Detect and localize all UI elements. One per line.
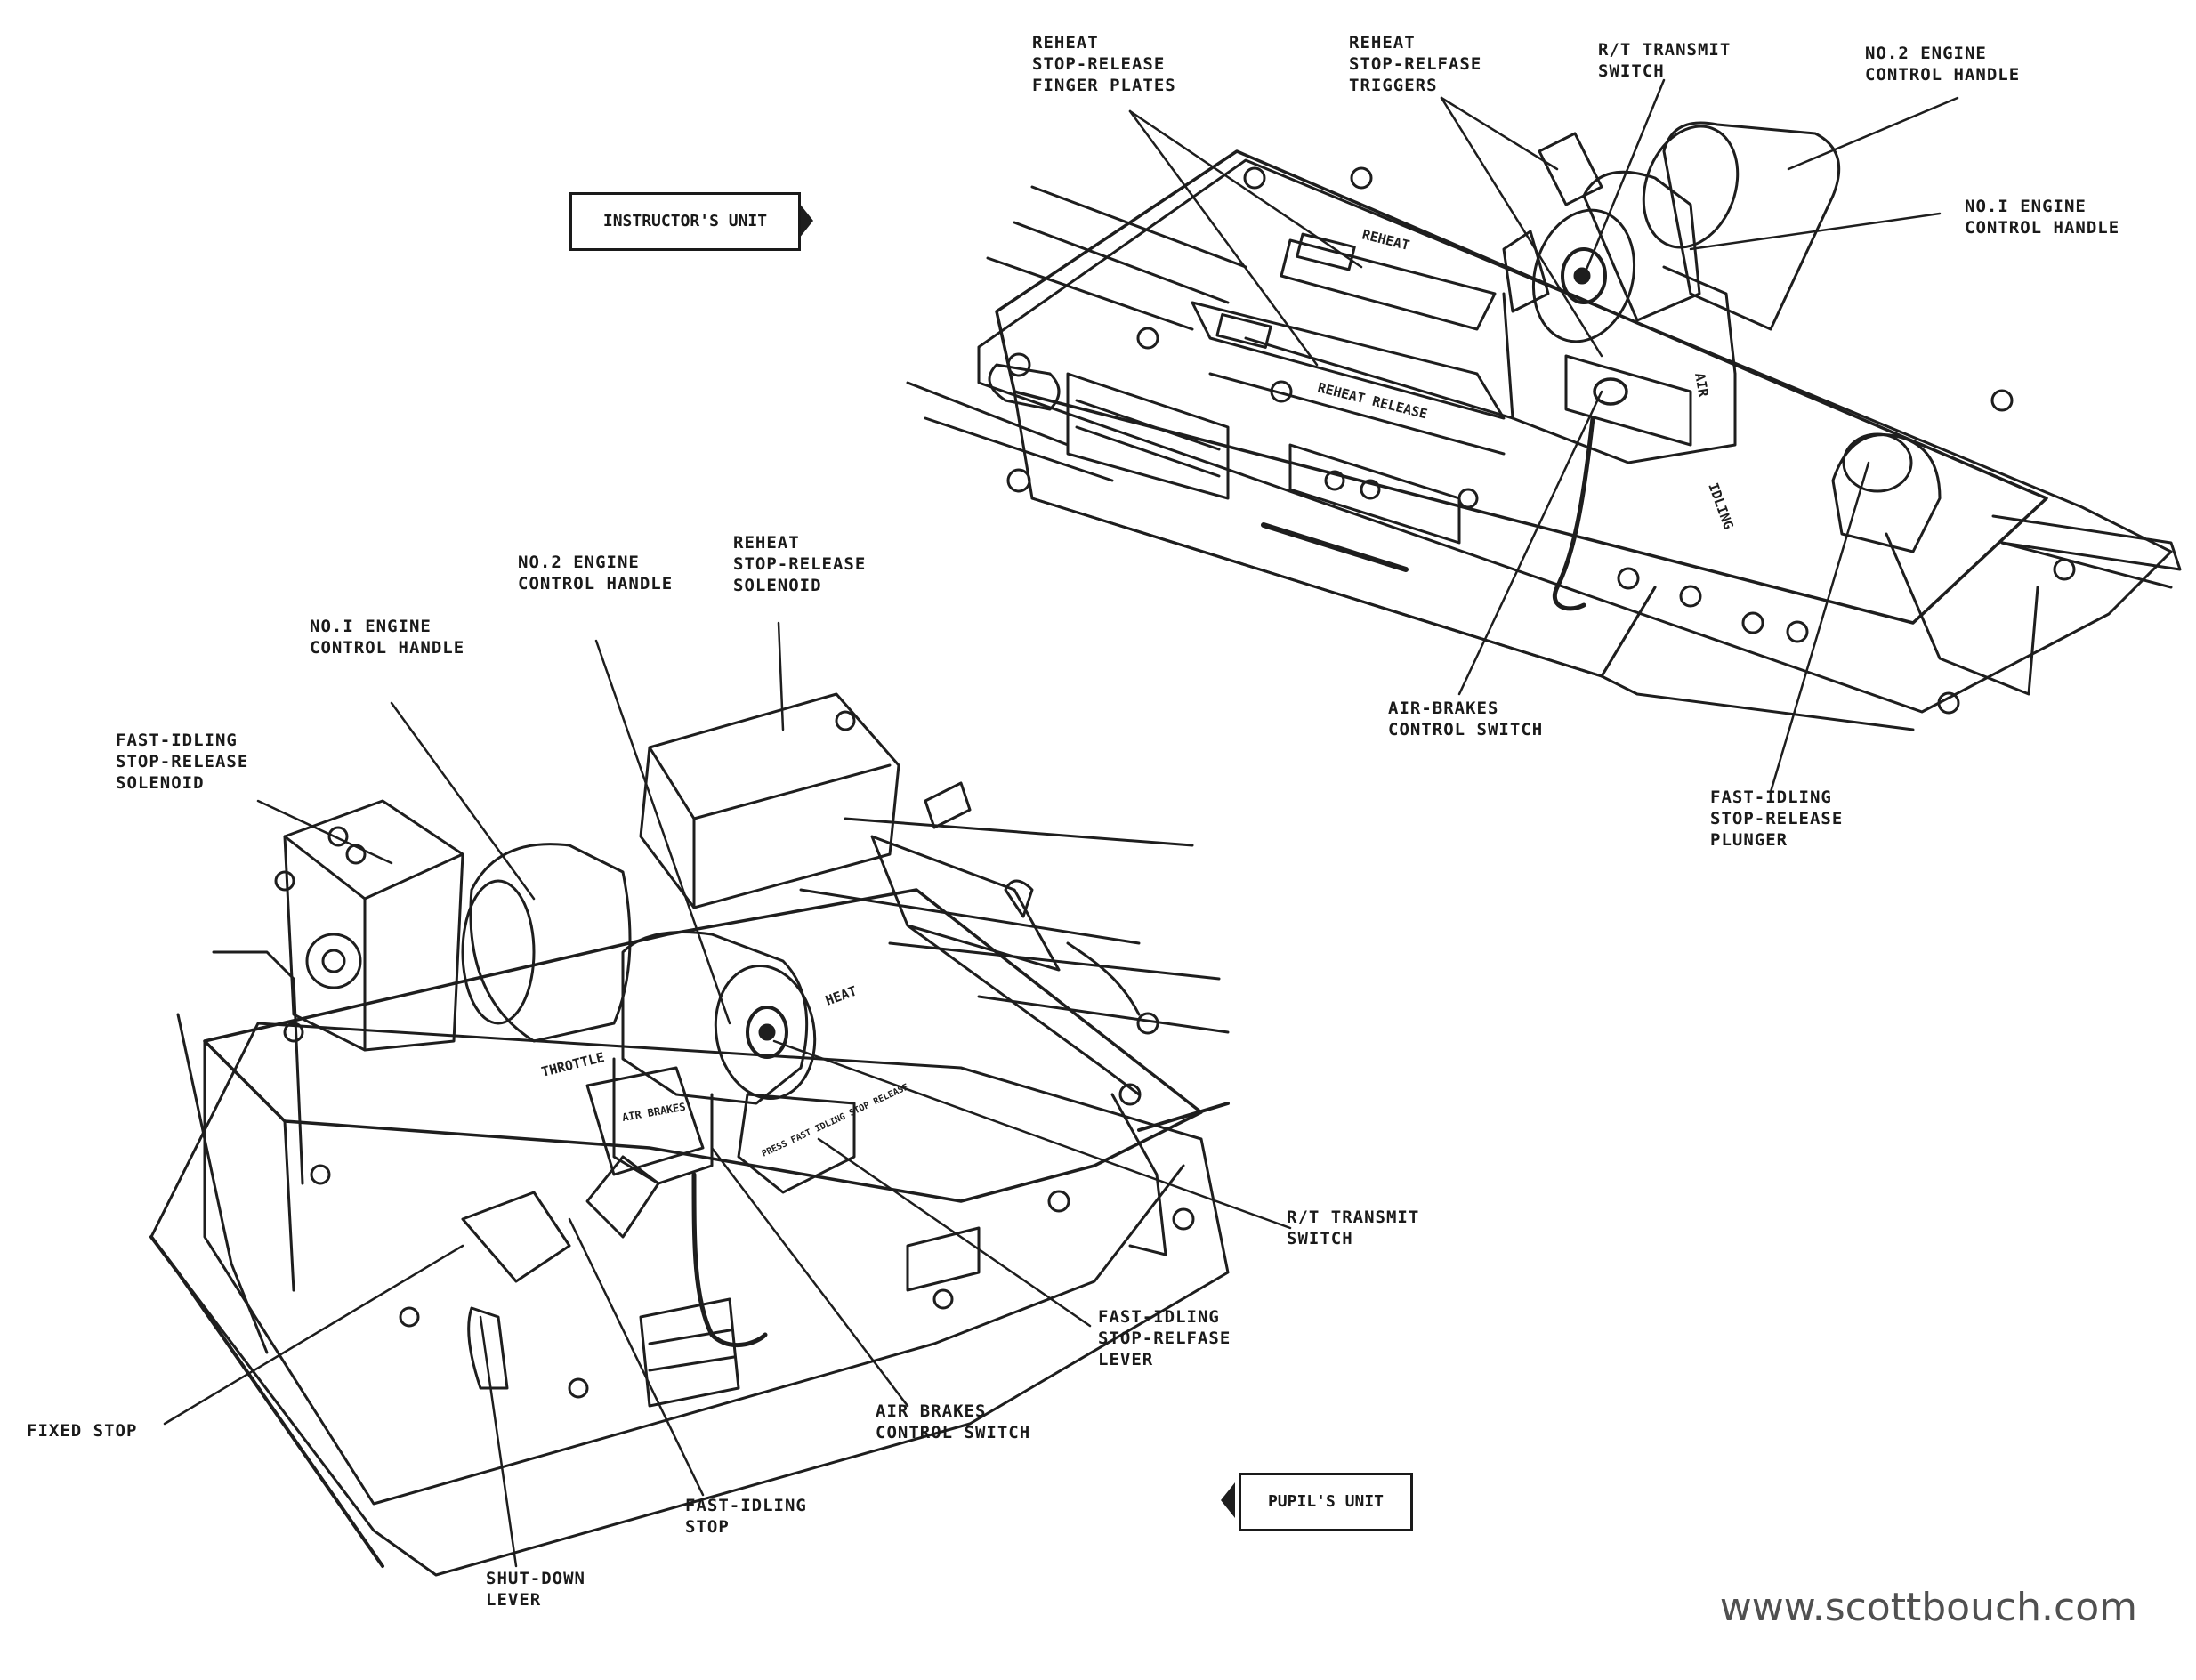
panel-text-heat: HEAT [823,982,859,1008]
label-line: NO.2 ENGINE [1865,44,1987,63]
label-pupil-no2-handle: NO.2 ENGINE CONTROL HANDLE [518,552,673,594]
label-line: FINGER PLATES [1032,76,1176,95]
panel-text-press-release: PRESS FAST IDLING STOP RELEASE [761,1082,910,1159]
label-line: SWITCH [1287,1229,1353,1248]
label-instructor-rt-switch: R/T TRANSMIT SWITCH [1598,39,1731,82]
panel-text-air-brakes: AIR BRAKES [621,1101,687,1124]
label-line: REHEAT [1032,33,1099,52]
tag-arrows [799,203,1235,1518]
label-line: NO.2 ENGINE [518,553,640,572]
label-line: STOP-RELEASE [1032,54,1166,74]
label-line: STOP-RELFASE [1098,1329,1231,1348]
label-line: R/T TRANSMIT [1287,1208,1420,1227]
label-line: STOP-RELFASE [1349,54,1482,74]
label-line: LEVER [486,1590,542,1610]
label-fast-idling-lever: FAST-IDLING STOP-RELFASE LEVER [1098,1306,1231,1370]
label-line: FAST-IDLING [685,1496,807,1515]
label-line: NO.I ENGINE [310,617,432,636]
panel-text-air: AIR [1691,372,1712,400]
pupil-unit-drawing [149,692,1230,1577]
label-reheat-solenoid: REHEAT STOP-RELEASE SOLENOID [733,532,866,596]
instructor-unit-drawing [906,121,2182,731]
label-shut-down-lever: SHUT-DOWN LEVER [486,1568,585,1611]
label-line: SOLENOID [733,576,822,595]
label-line: AIR-BRAKES [1388,699,1499,718]
label-line: CONTROL HANDLE [310,638,465,658]
label-line: FIXED STOP [27,1421,138,1441]
label-line: LEVER [1098,1350,1154,1369]
label-instructor-no1-handle: NO.I ENGINE CONTROL HANDLE [1965,196,2119,238]
label-line: TRIGGERS [1349,76,1438,95]
panel-text-reheat-release: REHEAT RELEASE [1316,379,1429,422]
label-pupil-no1-handle: NO.I ENGINE CONTROL HANDLE [310,616,464,658]
label-line: FAST-IDLING [1710,788,1832,807]
label-reheat-triggers: REHEAT STOP-RELFASE TRIGGERS [1349,32,1481,96]
label-line: R/T TRANSMIT [1598,40,1732,60]
label-instructor-air-brakes-switch: AIR-BRAKES CONTROL SWITCH [1388,698,1543,740]
label-line: SHUT-DOWN [486,1569,585,1588]
leader-lines [163,78,1959,1568]
label-line: CONTROL SWITCH [1388,720,1544,739]
label-line: CONTROL SWITCH [876,1423,1031,1442]
label-pupil-rt-switch: R/T TRANSMIT SWITCH [1287,1207,1419,1249]
pupils-unit-tag: PUPIL'S UNIT [1239,1473,1413,1531]
label-line: SWITCH [1598,61,1665,81]
label-line: CONTROL HANDLE [518,574,674,594]
label-line: REHEAT [1349,33,1416,52]
label-line: CONTROL HANDLE [1865,65,2021,85]
label-line: REHEAT [733,533,800,553]
label-instructor-no2-handle: NO.2 ENGINE CONTROL HANDLE [1865,43,2020,85]
pupils-unit-tag-text: PUPIL'S UNIT [1267,1492,1385,1511]
label-line: STOP [685,1517,730,1537]
label-fixed-stop: FIXED STOP [27,1420,137,1442]
label-fast-idling-stop: FAST-IDLING STOP [685,1495,807,1538]
label-fast-idling-plunger: FAST-IDLING STOP-RELEASE PLUNGER [1710,787,1843,851]
label-line: FAST-IDLING [116,731,238,750]
panel-text-reheat: REHEAT [1360,226,1411,254]
label-line: PLUNGER [1710,830,1788,850]
label-pupil-air-brakes-switch: AIR BRAKES CONTROL SWITCH [876,1401,1030,1443]
label-reheat-finger-plates: REHEAT STOP-RELEASE FINGER PLATES [1032,32,1176,96]
label-line: CONTROL HANDLE [1965,218,2120,238]
label-line: STOP-RELEASE [733,554,867,574]
label-line: STOP-RELEASE [116,752,249,771]
label-line: FAST-IDLING [1098,1307,1220,1327]
label-line: STOP-RELEASE [1710,809,1844,828]
instructors-unit-tag: INSTRUCTOR'S UNIT [569,192,801,251]
label-line: AIR BRAKES [876,1401,987,1421]
watermark[interactable]: www.scottbouch.com [1719,1585,2137,1630]
label-line: NO.I ENGINE [1965,197,2087,216]
label-line: SOLENOID [116,773,205,793]
instructors-unit-tag-text: INSTRUCTOR'S UNIT [602,212,768,230]
panel-text-throttle: THROTTLE [540,1049,606,1080]
label-fast-idling-solenoid: FAST-IDLING STOP-RELEASE SOLENOID [116,730,248,794]
panel-text-idling: IDLING [1705,481,1736,531]
